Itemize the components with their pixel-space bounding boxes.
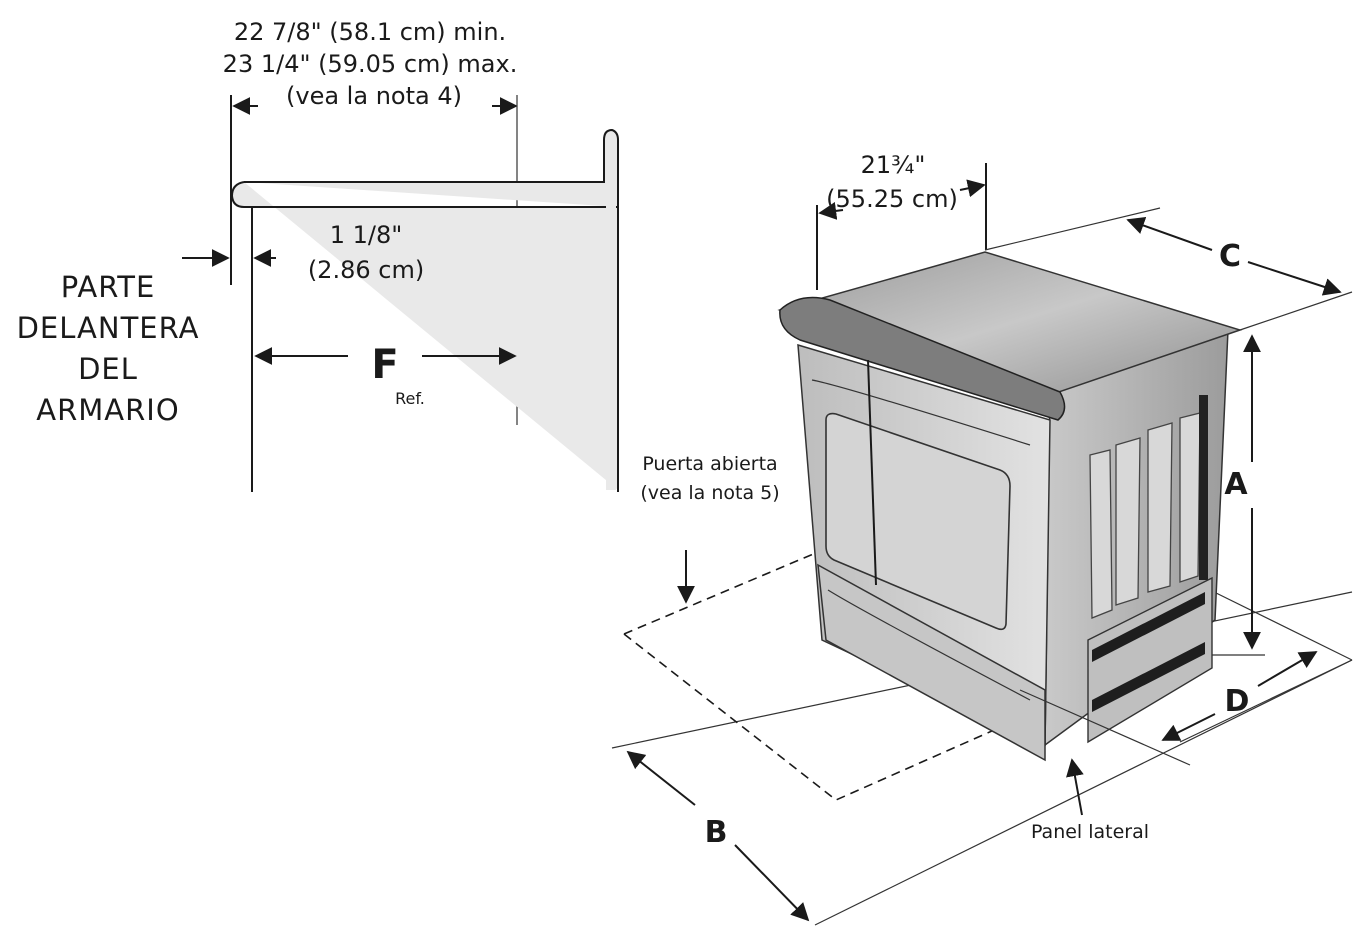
b-arrow-down (734, 844, 810, 922)
side-frame (1089, 412, 1201, 619)
width-dim-value: 21¾" (861, 151, 926, 179)
side-panel-label: Panel lateral (1031, 821, 1149, 843)
top-dim-line2: 23 1/4" (59.05 cm) max. (223, 50, 518, 78)
d-arrow-left (1161, 713, 1216, 741)
c-arrow-down (1247, 261, 1342, 296)
cabinet-label-line3: DEL (78, 352, 138, 386)
width-arrow-left (818, 201, 844, 220)
floor-c-ext-line (1209, 589, 1353, 661)
base-vent-bottom (1092, 642, 1205, 712)
top-dim-line1: 22 7/8" (58.1 cm) min. (234, 18, 506, 46)
side-panel-arrow (1066, 758, 1084, 816)
c-arrow-up (1126, 216, 1213, 251)
a-letter: A (1224, 467, 1248, 502)
floor-d-line (1179, 659, 1353, 743)
countertop-profile (230, 128, 619, 490)
cabinet-label-line1: PARTE (61, 270, 156, 304)
base-vent-top (1092, 592, 1205, 662)
door-note-line1: Puerta abierta (642, 453, 777, 475)
offset-dim-value: 1 1/8" (330, 221, 403, 249)
cabinet-label-line2: DELANTERA (17, 311, 200, 345)
f-letter: F (371, 342, 398, 388)
width-arrow-right (959, 179, 986, 198)
range-base-right (1087, 576, 1213, 744)
offset-dim-metric: (2.86 cm) (308, 256, 424, 284)
oven-handle (811, 379, 1031, 446)
b-arrow-up (626, 750, 696, 806)
range-illustration: 21¾" (55.25 cm) C A D B Panel lateral Pu… (611, 151, 1353, 926)
side-rail (1199, 395, 1208, 580)
c-ext-top (984, 207, 1161, 251)
d-arrow-right (1257, 651, 1318, 687)
control-panel (779, 296, 1066, 421)
door-note-line2: (vea la nota 5) (640, 482, 779, 504)
drawer-handle (827, 589, 1031, 701)
countertop-section: 22 7/8" (58.1 cm) min. 23 1/4" (59.05 cm… (17, 18, 619, 492)
floor-bottom-line (814, 659, 1353, 926)
width-dim-metric: (55.25 cm) (826, 185, 958, 213)
f-ref: Ref. (395, 389, 425, 408)
warming-drawer (817, 563, 1046, 762)
b-letter: B (705, 815, 728, 850)
d-ext-line (1019, 689, 1191, 766)
d-letter: D (1225, 684, 1250, 719)
c-letter: C (1219, 239, 1241, 274)
backsplash-wall (606, 140, 616, 490)
door-center-line (867, 359, 877, 586)
top-dim-note: (vea la nota 4) (286, 82, 462, 110)
cabinet-label-line4: ARMARIO (36, 393, 179, 427)
open-door-outline (623, 551, 1063, 801)
c-ext-bottom (1239, 291, 1353, 331)
